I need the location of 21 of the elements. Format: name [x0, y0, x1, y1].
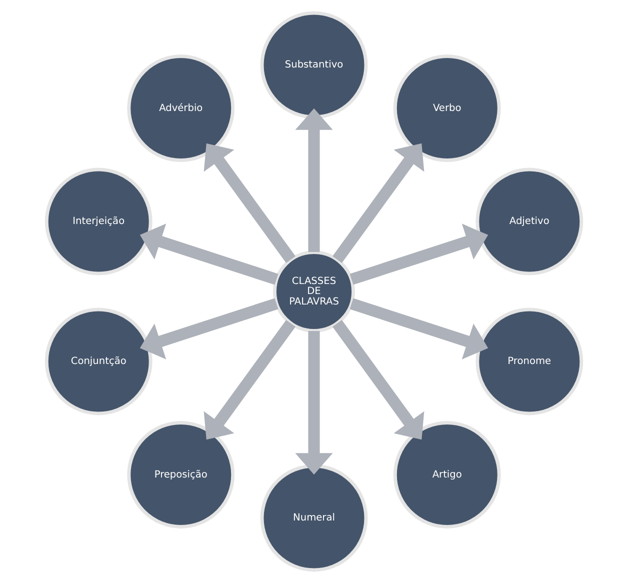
- arrow: [332, 143, 424, 263]
- node-circle: Advérbio: [126, 54, 234, 162]
- node-circle: Pronome: [475, 308, 583, 416]
- arrow: [332, 320, 424, 440]
- arrow: [294, 108, 332, 252]
- arrow: [139, 224, 278, 285]
- node-circle: Verbo: [392, 54, 500, 162]
- node-circle: Substantivo: [260, 11, 368, 119]
- arrow: [349, 298, 488, 360]
- node-circle: Conjuntção: [44, 308, 152, 416]
- node-circle: Numeral: [260, 464, 368, 572]
- arrow: [349, 224, 488, 285]
- node-circle: CLASSES DE PALAVRAS: [272, 250, 355, 333]
- arrow: [203, 143, 295, 263]
- arrow: [294, 330, 332, 475]
- node-circle: Artigo: [392, 421, 500, 528]
- arrow: [139, 298, 278, 360]
- arrow: [203, 320, 295, 440]
- node-circle: Adjetivo: [475, 168, 583, 276]
- node-circle: Interjeição: [44, 168, 152, 276]
- node-circle: Preposição: [126, 421, 234, 528]
